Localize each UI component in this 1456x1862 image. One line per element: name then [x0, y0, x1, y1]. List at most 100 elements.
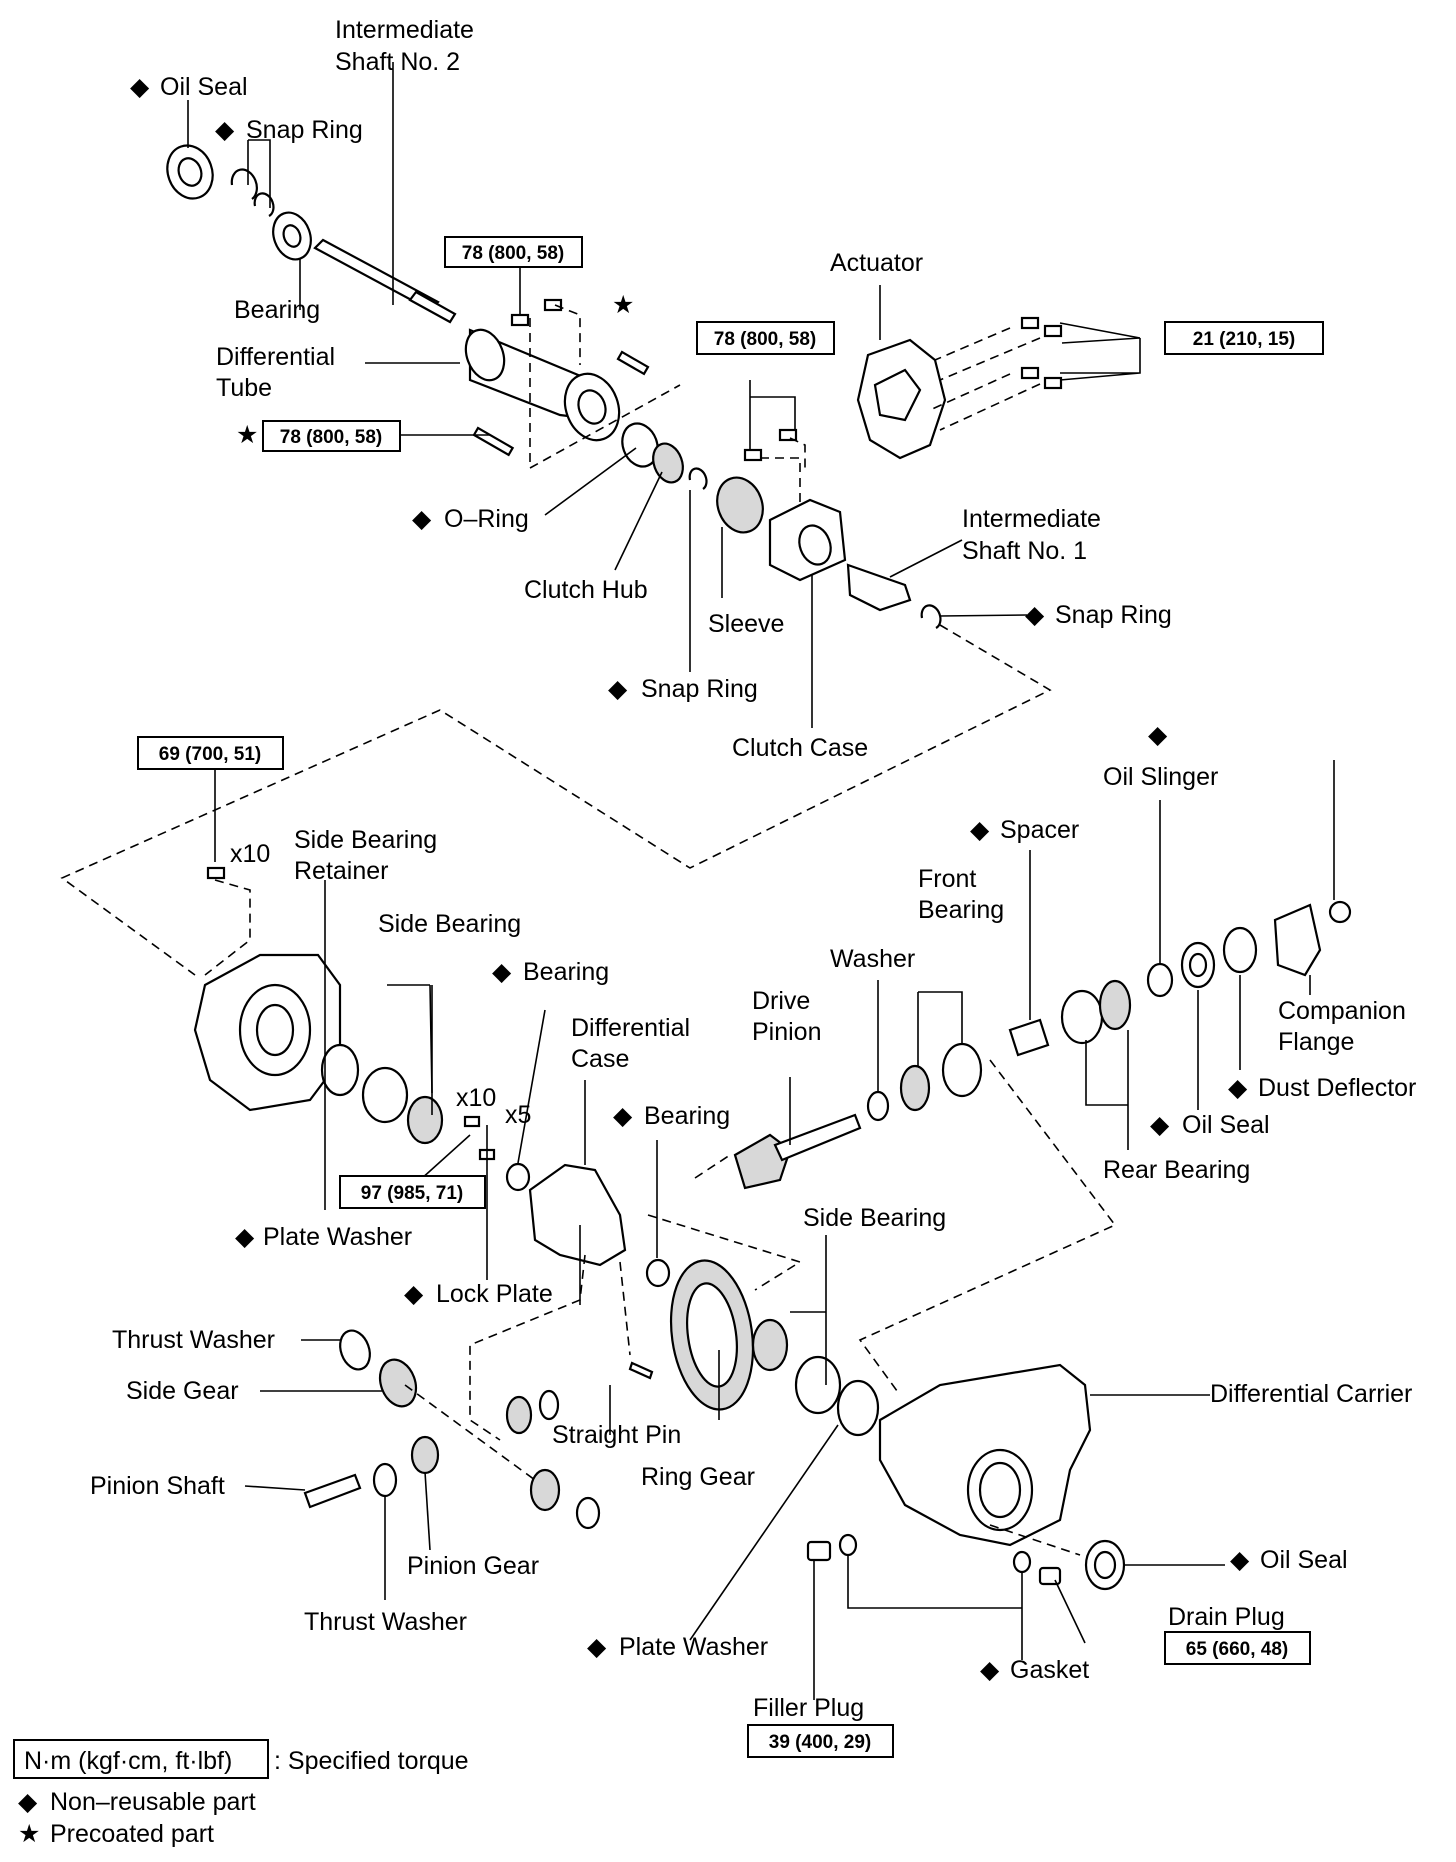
companion-flange-part — [1273, 903, 1322, 977]
x5-label: x5 — [505, 1101, 531, 1129]
drain-plug-label: Drain Plug — [1168, 1603, 1285, 1631]
oil-seal-top-label: Oil Seal — [160, 73, 248, 101]
torque-ring-gear-bolt: 97 (985, 71) — [361, 1183, 463, 1204]
intermediate-shaft-2-label-2: Shaft No. 2 — [335, 48, 460, 76]
diamond-icon: ◆ — [492, 958, 512, 986]
legend-precoated: Precoated part — [50, 1820, 214, 1848]
filler-plug-label: Filler Plug — [753, 1694, 864, 1722]
legend: N·m (kgf·cm, ft·lbf) : Specified torque … — [13, 1739, 469, 1848]
oil-slinger-label: Oil Slinger — [1103, 763, 1218, 791]
diamond-icon: ◆ — [235, 1223, 255, 1251]
diamond-icon: ◆ — [1025, 601, 1045, 629]
diamond-icon: ◆ — [18, 1788, 38, 1816]
snap-ring-right-label: Snap Ring — [1055, 601, 1172, 629]
differential-case-label-2: Case — [571, 1045, 629, 1073]
o-ring-label: O–Ring — [444, 505, 529, 533]
differential-carrier-label: Differential Carrier — [1210, 1380, 1412, 1408]
torque-tube-bolt-top: 78 (800, 58) — [462, 243, 564, 264]
sleeve-part — [716, 476, 764, 534]
diamond-icon: ◆ — [404, 1280, 424, 1308]
bearing-lower-label: Bearing — [644, 1102, 730, 1130]
companion-flange-label: Companion — [1278, 997, 1406, 1025]
filler-plug-part — [806, 1540, 832, 1562]
oil-seal-pinion-label: Oil Seal — [1182, 1111, 1270, 1139]
side-gear-part — [378, 1358, 418, 1408]
diamond-icon: ◆ — [412, 505, 432, 533]
bearing-mid-part — [505, 1162, 531, 1192]
rear-bearing-part — [1060, 989, 1104, 1045]
side-bearing-right-label: Side Bearing — [803, 1204, 946, 1232]
diamond-icon: ◆ — [1148, 721, 1168, 749]
rear-bearing-label: Rear Bearing — [1103, 1156, 1250, 1184]
spacer-label: Spacer — [1000, 816, 1079, 844]
gasket-part — [1012, 1550, 1032, 1574]
torque-clutch-case-bolt: 78 (800, 58) — [714, 329, 816, 350]
side-bearing-retainer-label-2: Retainer — [294, 857, 389, 885]
star-icon: ★ — [612, 291, 634, 319]
side-bearing-retainer-label: Side Bearing — [294, 826, 437, 854]
front-bearing-label-2: Bearing — [918, 896, 1004, 924]
diamond-icon: ◆ — [970, 816, 990, 844]
sleeve-label: Sleeve — [708, 610, 784, 638]
leader-lines — [187, 62, 1335, 1700]
torque-filler-plug: 39 (400, 29) — [769, 1732, 871, 1753]
plate-washer-bottom-label: Plate Washer — [619, 1633, 768, 1661]
pinion-shaft-part — [303, 1473, 362, 1509]
intermediate-shaft-1-label-2: Shaft No. 1 — [962, 537, 1087, 565]
pinion-shaft-label: Pinion Shaft — [90, 1472, 225, 1500]
side-bearing-left-part — [361, 1066, 409, 1124]
snap-ring-right-part — [920, 604, 942, 629]
snap-ring-top-part — [230, 168, 258, 200]
diamond-icon: ◆ — [1150, 1111, 1170, 1139]
clutch-hub-label: Clutch Hub — [524, 576, 648, 604]
straight-pin-label: Straight Pin — [552, 1421, 681, 1449]
torque-drain-plug: 65 (660, 48) — [1186, 1639, 1288, 1660]
snap-ring-mid-label: Snap Ring — [641, 675, 758, 703]
diamond-icon: ◆ — [1228, 1074, 1248, 1102]
drive-pinion-label: Drive — [752, 987, 810, 1015]
intermediate-shaft-2-label: Intermediate — [335, 16, 474, 44]
bearing-lower-part — [645, 1258, 671, 1288]
pinion-gear-part — [410, 1435, 440, 1475]
x10-top-label: x10 — [230, 840, 270, 868]
differential-tube-label-2: Tube — [216, 374, 272, 402]
star-icon: ★ — [236, 421, 258, 449]
ring-gear-label: Ring Gear — [641, 1463, 755, 1491]
snap-ring-mid-part — [688, 467, 708, 490]
spacer-part — [1008, 1018, 1050, 1057]
star-icon: ★ — [18, 1820, 40, 1848]
intermediate-shaft-1-label: Intermediate — [962, 505, 1101, 533]
front-bearing-part — [899, 1064, 931, 1112]
lock-plate-label: Lock Plate — [436, 1280, 553, 1308]
clutch-hub-part — [652, 442, 684, 484]
oil-seal-carrier-label: Oil Seal — [1260, 1546, 1348, 1574]
torque-boxes: 78 (800, 58) 78 (800, 58) 78 (800, 58) 2… — [137, 236, 1324, 1758]
differential-tube-label: Differential — [216, 343, 335, 371]
thrust-washer-bottom-part — [372, 1462, 398, 1498]
diamond-icon: ◆ — [1230, 1546, 1250, 1574]
actuator-label: Actuator — [830, 249, 923, 277]
legend-non-reusable: Non–reusable part — [50, 1788, 256, 1816]
torque-retainer-bolt: 69 (700, 51) — [159, 744, 261, 765]
drain-plug-part — [1038, 1566, 1062, 1586]
diamond-icon: ◆ — [980, 1656, 1000, 1684]
side-bearing-left-label: Side Bearing — [378, 910, 521, 938]
oil-slinger-part — [1146, 962, 1174, 998]
legend-unit-box: N·m (kgf·cm, ft·lbf) — [24, 1747, 232, 1775]
diamond-icon: ◆ — [613, 1102, 633, 1130]
washer-part — [866, 1090, 890, 1122]
companion-flange-label-2: Flange — [1278, 1028, 1354, 1056]
plate-washer-left-part — [320, 1043, 360, 1097]
clutch-case-label: Clutch Case — [732, 734, 868, 762]
torque-tube-bolt-star: 78 (800, 58) — [280, 427, 382, 448]
part-labels: Intermediate Shaft No. 2 ◆ Oil Seal ◆ Sn… — [90, 16, 1416, 1722]
o-ring-part — [621, 422, 659, 468]
intermediate-shaft-1-part — [846, 563, 912, 612]
x10-mid-label: x10 — [456, 1084, 496, 1112]
diamond-icon: ◆ — [608, 675, 628, 703]
assembly-dashed-lines — [60, 304, 1117, 1556]
pinion-gear-label: Pinion Gear — [407, 1552, 539, 1580]
plate-washer-left-label: Plate Washer — [263, 1223, 412, 1251]
diamond-icon: ◆ — [130, 73, 150, 101]
